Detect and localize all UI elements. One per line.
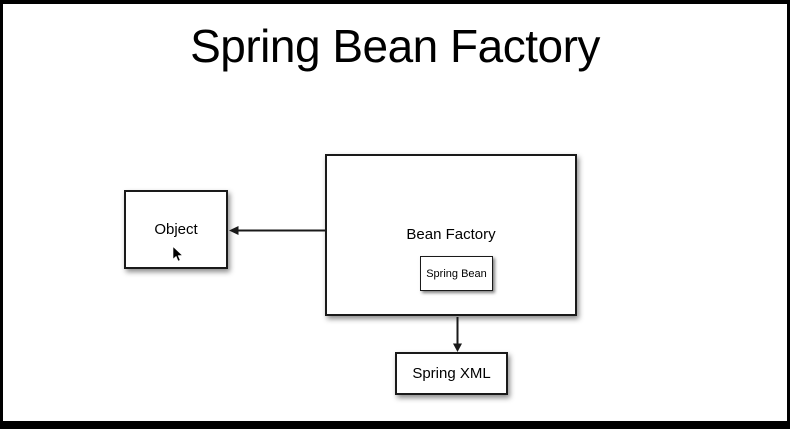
node-spring-bean: Spring Bean bbox=[420, 256, 493, 291]
node-bean-factory-label: Bean Factory bbox=[406, 226, 496, 243]
node-spring-xml: Spring XML bbox=[395, 352, 508, 395]
slide-title: Spring Bean Factory bbox=[190, 20, 600, 72]
node-object-label: Object bbox=[154, 221, 198, 238]
node-object: Object bbox=[124, 190, 228, 269]
node-bean-factory: Bean Factory Spring Bean bbox=[325, 154, 577, 316]
node-spring-bean-label: Spring Bean bbox=[426, 267, 487, 280]
node-spring-xml-label: Spring XML bbox=[412, 365, 491, 382]
